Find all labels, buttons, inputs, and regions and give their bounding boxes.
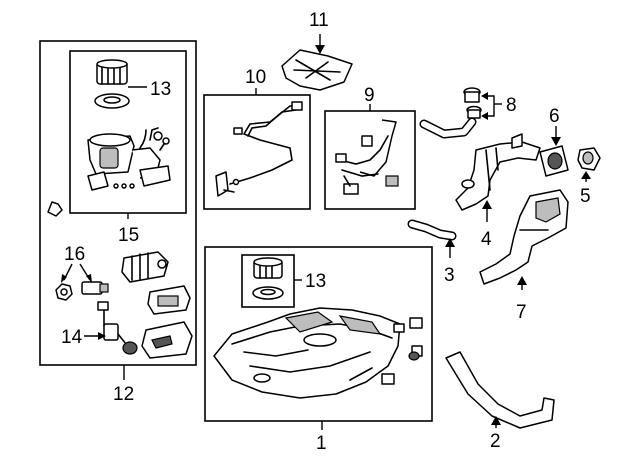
callout-2: 2 — [490, 431, 501, 452]
callout-16: 16 — [64, 244, 85, 265]
group-box-1 — [204, 246, 433, 422]
tank-strap-part-2 — [445, 351, 555, 429]
callout-7: 7 — [516, 302, 527, 323]
clip-part — [47, 201, 63, 217]
harness-part-10 — [215, 101, 303, 197]
sensor-part-16 — [81, 281, 109, 295]
group-box-15 — [69, 50, 187, 214]
fuel-pump-module — [87, 127, 171, 191]
callout-13-top: 13 — [150, 79, 171, 100]
vent-valve-part — [121, 251, 169, 283]
callout-1: 1 — [316, 433, 327, 454]
callout-9: 9 — [364, 85, 375, 106]
group-box-13-lower — [241, 254, 295, 308]
callout-6: 6 — [549, 106, 560, 127]
leader-8 — [484, 95, 495, 117]
callout-12: 12 — [113, 384, 134, 405]
nut-part-16 — [55, 283, 73, 301]
callout-14: 14 — [61, 327, 83, 348]
tank-clips — [381, 317, 423, 385]
callout-5: 5 — [580, 186, 591, 207]
splash-shield-part-7 — [479, 189, 569, 285]
filler-neck-part-4 — [455, 133, 541, 211]
breather-pipe-part — [419, 117, 477, 139]
lock-ring-part-13-lower — [253, 257, 283, 279]
callout-3: 3 — [444, 265, 455, 286]
filler-cap-housing-part-6 — [539, 145, 569, 177]
callout-13-lower: 13 — [305, 271, 326, 292]
group-box-10 — [203, 94, 311, 210]
heat-shield-part-11 — [281, 49, 353, 91]
callout-8: 8 — [506, 95, 517, 116]
sender-unit-part-14 — [97, 301, 138, 355]
callout-4: 4 — [481, 229, 492, 250]
fuel-cap-part-5 — [577, 147, 601, 171]
lock-ring-part-13-top — [96, 59, 128, 85]
hose-part-3 — [407, 219, 457, 241]
fuel-tank-part-1 — [213, 307, 401, 399]
cap-part-8b — [466, 105, 482, 119]
gasket-part-13-top — [94, 93, 130, 109]
bracket-part — [147, 285, 191, 315]
callout-15: 15 — [118, 225, 139, 246]
protector-part — [141, 321, 193, 359]
callout-11: 11 — [309, 10, 329, 31]
group-box-12 — [39, 40, 197, 366]
cap-part-8a — [463, 87, 481, 103]
harness-part-9 — [335, 119, 399, 195]
gasket-part-13-lower — [252, 286, 284, 300]
callout-10: 10 — [245, 67, 266, 88]
